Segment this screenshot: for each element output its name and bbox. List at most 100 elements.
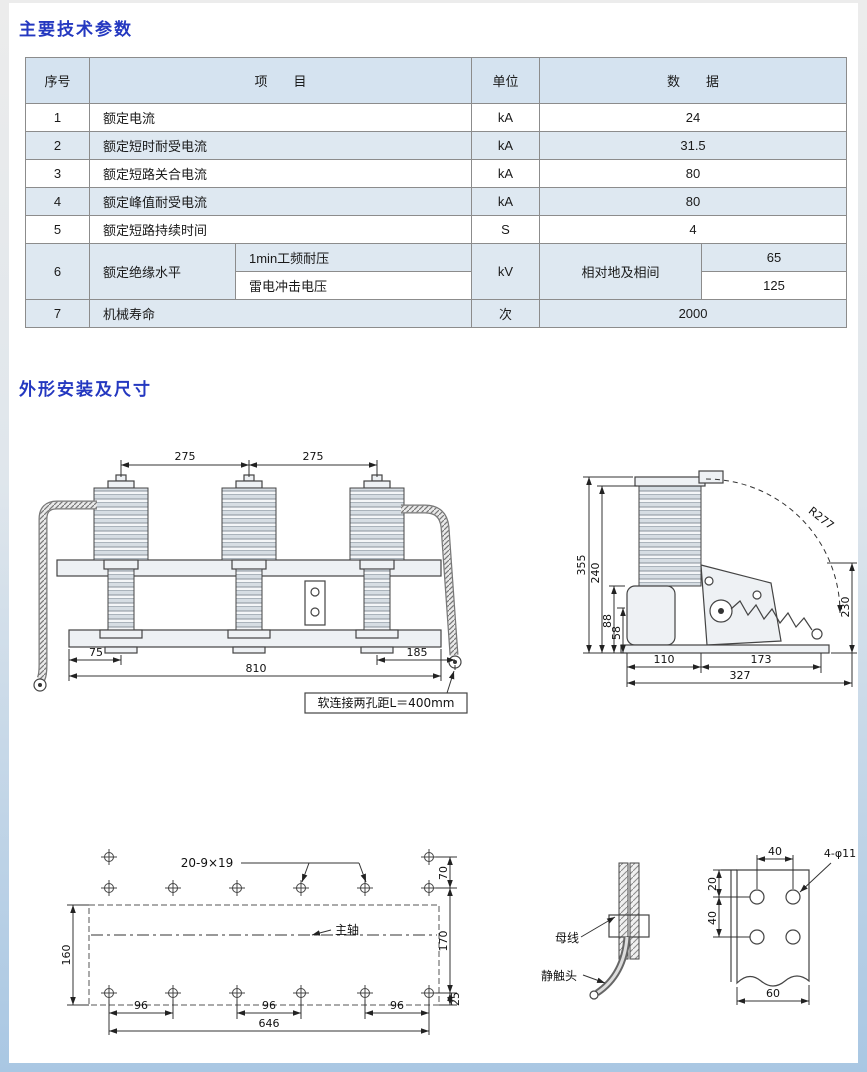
dim-label-275-right: 275 (303, 450, 324, 463)
table-header-row: 序号 项 目 单位 数 据 (25, 57, 848, 104)
bolt-hole (749, 929, 765, 945)
dim-label-110: 110 (654, 653, 675, 666)
technical-drawings: 275 275 75 185 810 软连接两孔距L＝400mm (33, 450, 857, 1035)
dim-label-70: 70 (437, 866, 450, 880)
table-row-insulation-a: 6 额定绝缘水平 1min工频耐压 kV 相对地及相间 65 (25, 243, 848, 300)
bolt-hole (785, 929, 801, 945)
header-item: 项 目 (88, 57, 473, 104)
cell-no: 4 (25, 187, 90, 216)
dim-label-75: 75 (89, 646, 103, 659)
dim-label-96-a: 96 (134, 999, 148, 1012)
terminal-bracket-drawing: 40 4-φ11 20 40 60 (706, 845, 856, 1005)
table-row-insulation-b: 雷电冲击电压 125 (26, 271, 848, 300)
cell-no: 1 (25, 103, 90, 132)
cell-unit: S (471, 215, 541, 244)
cell-value: 80 (539, 159, 848, 188)
dim-label-20: 20 (706, 877, 719, 891)
cell-item: 额定短路持续时间 (88, 215, 473, 244)
mechanism-plate (700, 564, 782, 646)
header-data: 数 据 (539, 57, 848, 104)
spring (730, 600, 813, 631)
table-row: 7 机械寿命 次 2000 (25, 299, 848, 328)
mounting-plan-drawing: 20-9×19 主轴 70 170 25 160 96 96 96 646 (60, 848, 462, 1035)
cell-unit: 次 (471, 299, 541, 328)
mounting-outline (88, 904, 440, 1006)
dim-label-275-left: 275 (175, 450, 196, 463)
cell-item: 额定短路关合电流 (88, 159, 473, 188)
side-view-drawing: R277 355 240 88 58 230 110 173 327 (575, 470, 857, 687)
cell-sub-item: 1min工频耐压 (234, 243, 473, 272)
dim-label-25: 25 (449, 992, 462, 1006)
dim-label-96-c: 96 (390, 999, 404, 1012)
table-row: 3 额定短路关合电流 kA 80 (25, 159, 848, 188)
side-base (620, 644, 830, 654)
dim-label-40-top: 40 (768, 845, 782, 858)
cell-no: 7 (25, 299, 90, 328)
holes-spec-label: 20-9×19 (181, 856, 234, 870)
left-flexible-connector (33, 500, 97, 692)
dim-label-88: 88 (601, 614, 614, 628)
bolt-hole (749, 889, 765, 905)
contact-clamp (608, 914, 650, 938)
dim-label-810: 810 (246, 662, 267, 675)
dim-label-160: 160 (60, 945, 73, 966)
cell-unit: kA (471, 187, 541, 216)
cell-value: 24 (539, 103, 848, 132)
cell-no: 6 (25, 243, 90, 300)
bracket-plate (736, 869, 810, 987)
busbar-label: 母线 (555, 931, 579, 945)
static-contact-drawing: 母线 静触头 (541, 862, 650, 1000)
cell-no: 2 (25, 131, 90, 160)
dim-label-96-b: 96 (262, 999, 276, 1012)
cell-unit: kA (471, 103, 541, 132)
contact-arm (594, 936, 631, 996)
static-contact-label: 静触头 (541, 969, 577, 983)
cell-value: 4 (539, 215, 848, 244)
cell-scope: 相对地及相间 (539, 243, 703, 300)
cell-value: 80 (539, 187, 848, 216)
cell-no: 3 (25, 159, 90, 188)
cell-item: 额定电流 (88, 103, 473, 132)
page-content: 主要技术参数 序号 项 目 单位 数 据 1 额定电流 kA 24 2 额定短时… (9, 3, 858, 1063)
dim-label-170: 170 (437, 931, 450, 952)
cell-value: 2000 (539, 299, 848, 328)
swing-arc (705, 478, 843, 614)
dim-label-58: 58 (610, 626, 623, 640)
dim-label-40-left: 40 (706, 911, 719, 925)
drive-bracket (304, 580, 326, 626)
cell-sub-item: 雷电冲击电压 (234, 271, 473, 300)
dim-label-230: 230 (839, 597, 852, 618)
table-row: 1 额定电流 kA 24 (25, 103, 848, 132)
side-insulator (638, 485, 702, 587)
dim-label-355: 355 (575, 555, 588, 576)
top-terminal (634, 476, 706, 487)
main-shaft-label: 主轴 (335, 922, 359, 937)
bracket-holes-label: 4-φ11 (824, 847, 856, 860)
section-title-parameters: 主要技术参数 (19, 20, 133, 39)
table-row: 4 额定峰值耐受电流 kA 80 (25, 187, 848, 216)
table-row: 2 额定短时耐受电流 kA 31.5 (25, 131, 848, 160)
section-title-dimensions: 外形安装及尺寸 (19, 380, 152, 399)
parameters-table: 序号 项 目 单位 数 据 1 额定电流 kA 24 2 额定短时耐受电流 kA… (25, 57, 848, 328)
dim-label-r277: R277 (806, 504, 837, 532)
cell-no: 5 (25, 215, 90, 244)
dim-label-646: 646 (259, 1017, 280, 1030)
right-flexible-connector (401, 504, 462, 669)
note-label: 软连接两孔距L＝400mm (318, 695, 455, 710)
bolt-hole (785, 889, 801, 905)
table-row: 5 额定短路持续时间 S 4 (25, 215, 848, 244)
cell-item: 机械寿命 (88, 299, 473, 328)
cell-unit: kV (471, 243, 541, 300)
cell-unit: kA (471, 131, 541, 160)
dim-label-240: 240 (589, 563, 602, 584)
cell-unit: kA (471, 159, 541, 188)
cell-item: 额定峰值耐受电流 (88, 187, 473, 216)
cell-value: 31.5 (539, 131, 848, 160)
cell-item: 额定短时耐受电流 (88, 131, 473, 160)
bearing-housing (626, 585, 676, 646)
dim-label-173: 173 (751, 653, 772, 666)
dim-label-327: 327 (730, 669, 751, 682)
cell-item: 额定绝缘水平 (89, 243, 236, 300)
header-unit: 单位 (471, 57, 541, 104)
